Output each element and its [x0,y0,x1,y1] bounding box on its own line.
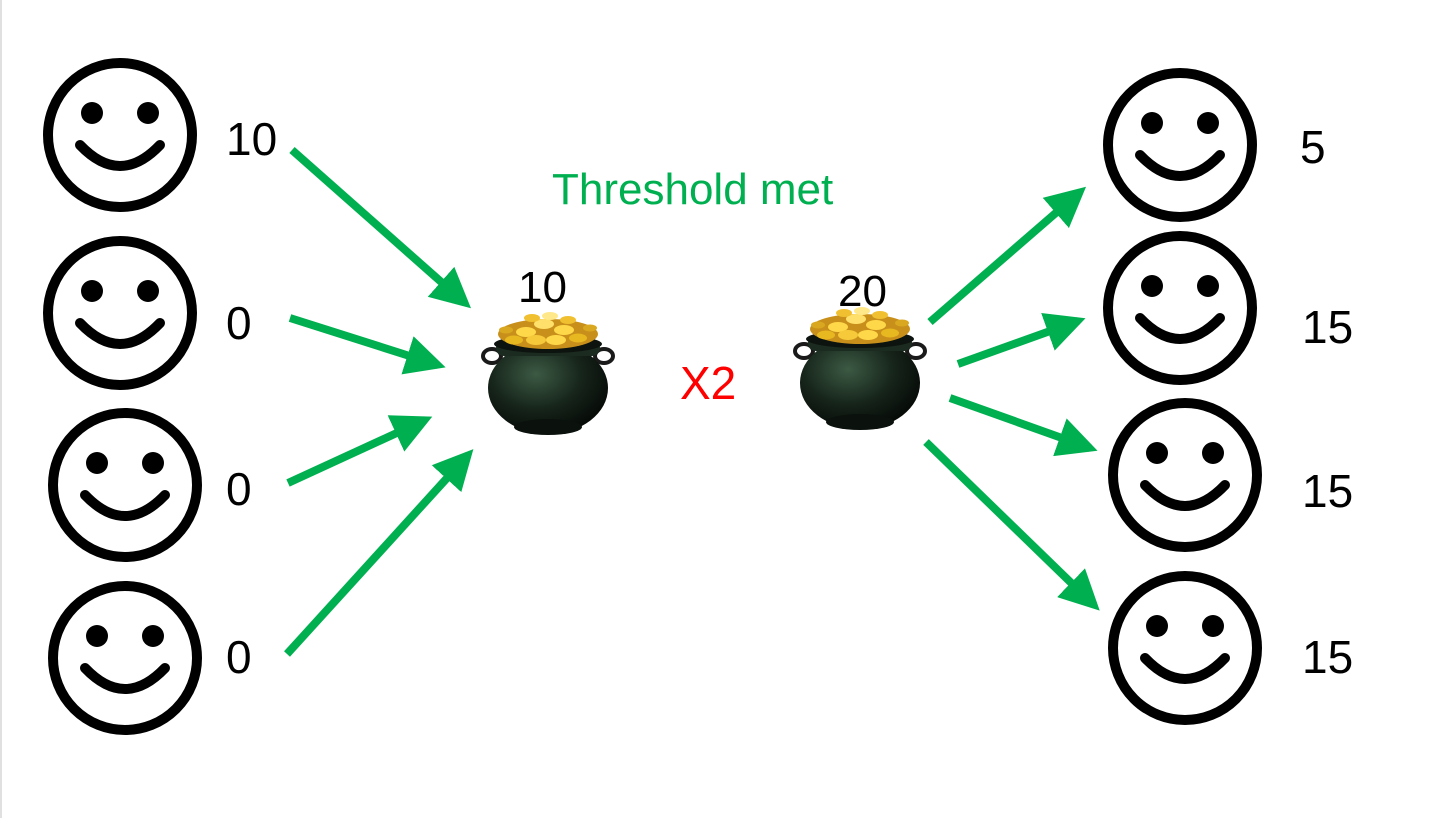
slide-edge [0,0,2,818]
smiley-face-icon [1113,576,1257,720]
arrow-icon [289,147,471,309]
recipient-amount-3: 15 [1302,465,1354,517]
pot-amount-before: 10 [518,263,567,312]
smiley-face-icon [48,63,192,207]
arrow-icon [956,312,1086,368]
arrow-icon [288,314,446,375]
arrow-icon [927,186,1087,326]
recipient-amount-4: 15 [1302,631,1354,683]
arrow-icon [286,415,433,487]
arrow-icon [284,449,474,657]
smiley-face-icon [1108,236,1252,380]
smiley-face-icon [48,241,192,385]
arrow-icon [923,439,1100,611]
contributor-amount-1: 10 [226,113,278,165]
recipient-amount-1: 5 [1300,121,1326,173]
smiley-face-icon [53,586,197,730]
smiley-face-icon [1113,403,1257,547]
recipient-amount-2: 15 [1302,301,1354,353]
pot-of-gold-icon [793,305,927,432]
contributor-amount-2: 0 [226,297,252,349]
threshold-label: Threshold met [552,165,834,214]
pot-of-gold-icon [481,310,615,437]
smiley-face-icon [53,413,197,557]
pot-amount-after: 20 [838,267,887,316]
contributor-amount-4: 0 [226,631,252,683]
smiley-face-icon [1108,73,1252,217]
multiplier-label: X2 [680,357,737,409]
arrow-icon [948,394,1098,457]
contributor-amount-3: 0 [226,463,252,515]
